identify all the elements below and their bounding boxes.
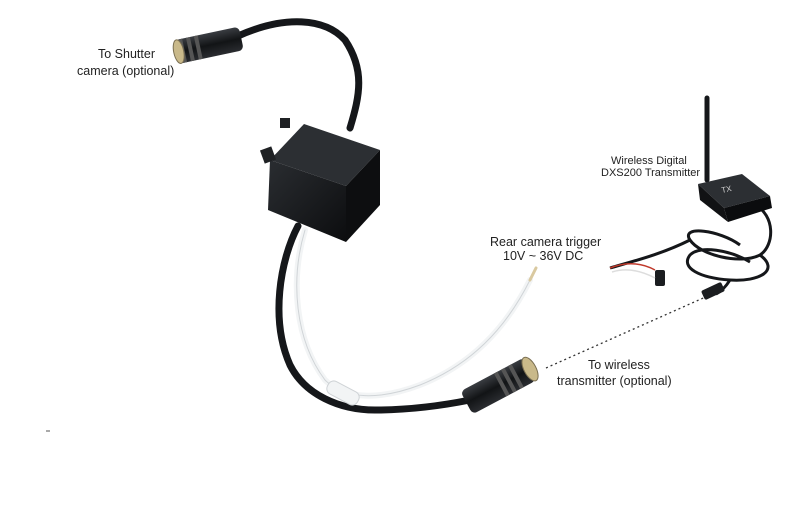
shutter-connector [172,27,243,64]
wireless-label-line1: To wireless [588,358,650,372]
transmitter-plug [701,282,725,300]
trigger-wire [293,227,533,399]
shutter-label-line2: camera (optional) [77,64,175,78]
transmitter-label-line2: DXS200 Transmitter [601,167,701,179]
wireless-connector [462,356,539,413]
trigger-wire-tip [528,266,538,282]
shutter-cable [234,18,363,132]
fuse-holder [655,270,665,286]
main-cable [275,222,474,414]
splitter-box [259,118,380,242]
trigger-label-line1: Rear camera trigger [490,235,602,249]
cable-sleeve [326,380,360,406]
transmitter-unit: TX [698,95,772,222]
transmitter-cable-coil [609,203,773,296]
unit-marking: TX [721,184,734,195]
transmitter-label-line1: Wireless Digital [611,155,687,167]
trigger-wire-outline [296,229,531,397]
shutter-label-line1: To Shutter [98,47,155,61]
wireless-label-line2: transmitter (optional) [557,374,672,388]
power-leads [609,263,656,271]
trigger-label-line2: 10V ~ 36V DC [503,249,584,263]
